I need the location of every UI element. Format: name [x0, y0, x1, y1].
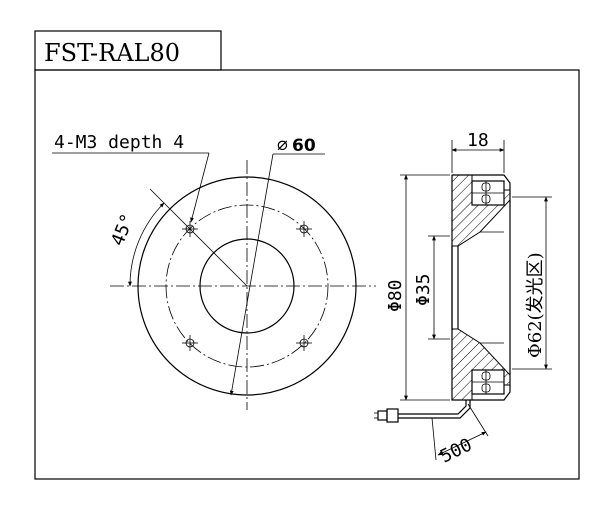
section-hatch-upper [451, 174, 511, 247]
drawing-title: FST-RAL80 [44, 39, 180, 67]
thread-spec-label: 4-M3 depth 4 [54, 132, 184, 153]
width-label: 18 [467, 130, 489, 151]
diameter-value-label: 60 [292, 136, 316, 156]
angle-dimension-arc [128, 202, 165, 287]
angle-reference-line [149, 188, 248, 287]
cable-connector [374, 408, 399, 423]
front-view [52, 152, 376, 410]
mounting-hole [182, 221, 198, 237]
inner-diameter-label: Φ35 [413, 273, 434, 306]
thread-leader-arrow [190, 152, 210, 223]
mounting-hole [182, 335, 198, 351]
led-component-lower [471, 369, 505, 395]
outer-diameter-label: Φ80 [385, 279, 406, 312]
diameter-dimension-line [229, 153, 274, 396]
led-component-upper [471, 180, 505, 206]
cable [398, 400, 467, 415]
section-hatch-lower [451, 328, 511, 401]
cable-length-label: 500 [437, 434, 475, 467]
diameter-symbol: ⌀ [277, 135, 288, 156]
cable-length-dimension-line [437, 431, 487, 456]
mounting-hole [296, 335, 312, 351]
drawing-frame [34, 30, 580, 480]
side-view [374, 140, 552, 461]
light-zone-label: Φ62(发光区) [525, 252, 546, 358]
angle-label: 45° [107, 211, 139, 249]
mounting-hole [296, 221, 312, 237]
